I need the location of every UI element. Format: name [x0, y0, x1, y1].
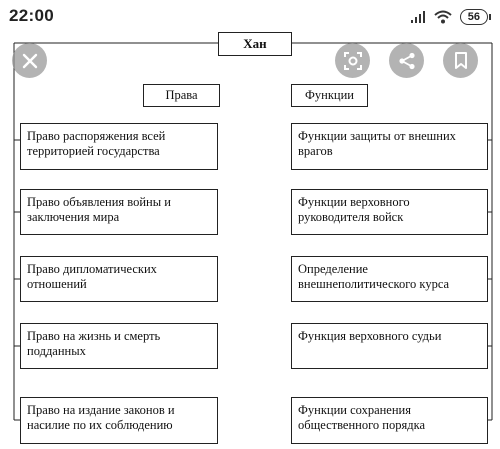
close-button[interactable] — [12, 43, 47, 78]
signal-icon — [410, 11, 425, 23]
wifi-icon — [434, 10, 452, 24]
bookmark-icon — [454, 51, 467, 69]
lens-search-button[interactable] — [335, 43, 370, 78]
functions-item: Функции верховного руководителя войск — [291, 189, 488, 235]
functions-item: Функции защиты от внешних врагов — [291, 123, 488, 170]
functions-item: Функция верховного судьи — [291, 323, 488, 369]
rights-item: Право дипломатических отношений — [20, 256, 218, 302]
status-icons: 56 — [410, 7, 492, 27]
close-icon — [22, 53, 37, 68]
bookmark-button[interactable] — [443, 43, 478, 78]
rights-item: Право объявления войны и заключения мира — [20, 189, 218, 235]
rights-header: Права — [143, 84, 220, 107]
share-button[interactable] — [389, 43, 424, 78]
diagram-title: Хан — [218, 32, 292, 56]
functions-item: Функции сохранения общественного порядка — [291, 397, 488, 444]
rights-item: Право на жизнь и смерть подданных — [20, 323, 218, 369]
battery-icon: 56 — [459, 9, 492, 25]
lens-search-icon — [343, 51, 362, 70]
status-bar: 22:00 56 — [0, 0, 500, 34]
functions-header: Функции — [291, 84, 368, 107]
rights-item: Право распоряжения всей территорией госу… — [20, 123, 218, 170]
status-time: 22:00 — [9, 6, 54, 25]
rights-item: Право на издание законов и насилие по их… — [20, 397, 218, 444]
share-icon — [398, 52, 415, 69]
functions-item: Определение внешнеполитического курса — [291, 256, 488, 302]
